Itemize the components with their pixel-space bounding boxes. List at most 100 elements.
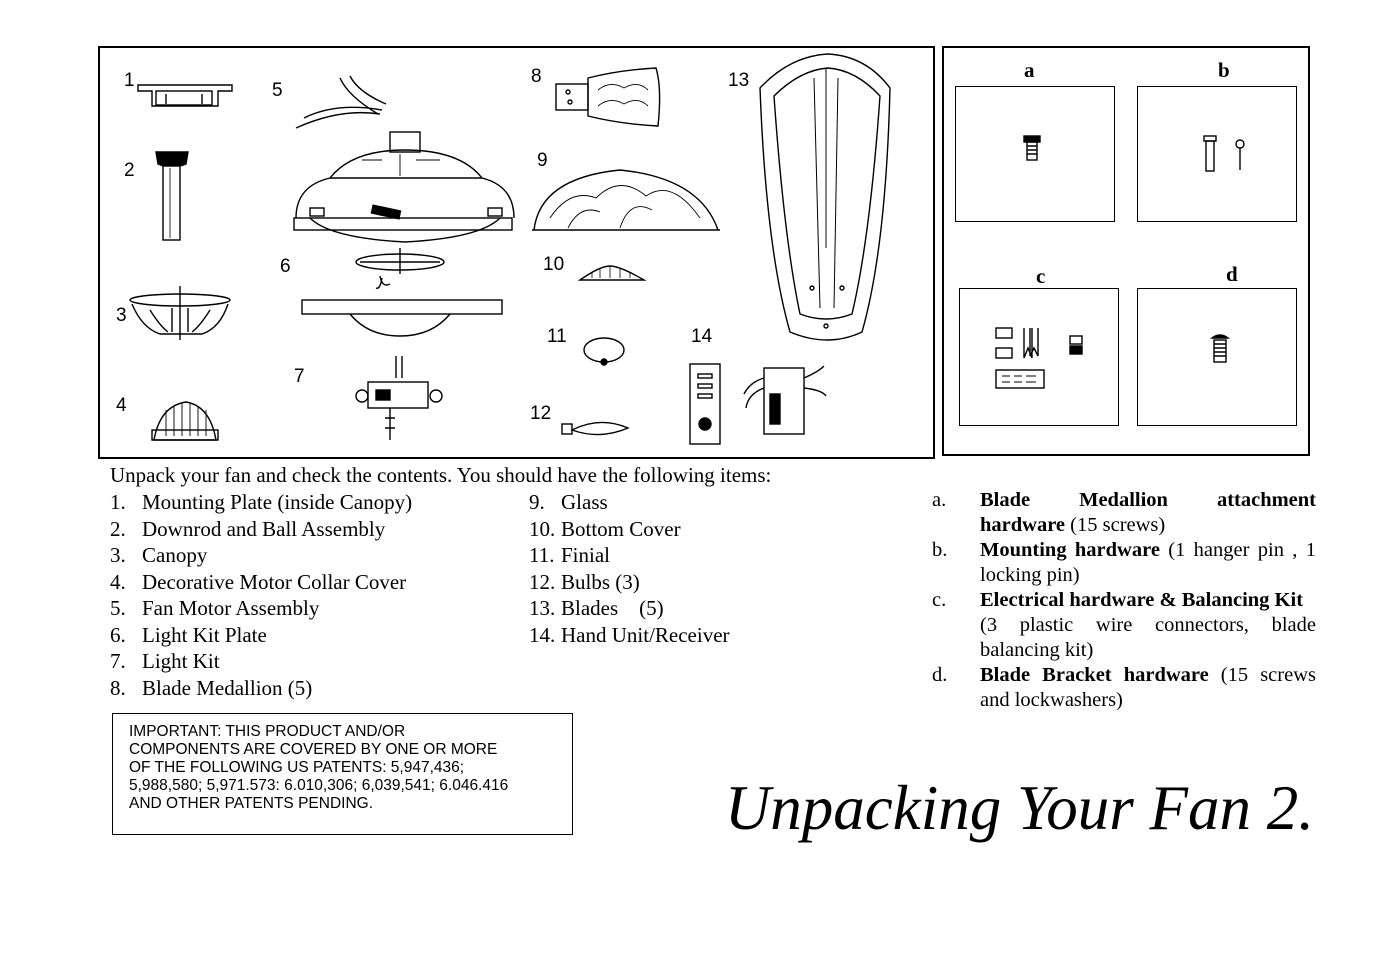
list-item: 9.Glass <box>529 489 730 516</box>
item-number: 5. <box>110 596 126 620</box>
item-number: 3. <box>110 543 126 567</box>
item-label: Light Kit <box>142 649 220 673</box>
part-number-1: 1 <box>124 70 135 91</box>
part-number-9: 9 <box>537 150 548 171</box>
hardware-letter-a: a <box>1024 58 1035 82</box>
list-item: 10.Bottom Cover <box>529 516 730 543</box>
hardware-box-c <box>959 288 1119 426</box>
finial-drawing <box>583 337 625 366</box>
contents-list-left: 1. Mounting Plate (inside Canopy) 2. Downr… <box>110 489 412 701</box>
list-item: 14.Hand Unit/Receiver <box>529 622 730 649</box>
hardware-item-b: b. Mounting hardware (1 hanger pin , 1 lo… <box>932 538 1316 588</box>
collar-cover-drawing <box>151 401 219 441</box>
hardware-item-detail: (1 hanger pin , 1 locking pin) <box>980 539 1316 586</box>
hardware-item-c: c.Electrical hardware & Balancing Kit(3 … <box>932 588 1316 663</box>
part-number-11: 11 <box>547 326 567 347</box>
hardware-item-title: Blade Bracket hardware <box>980 664 1209 686</box>
hardware-list: a.Blade Medallion attachment hardware (1… <box>932 488 1316 713</box>
list-item: 1. Mounting Plate (inside Canopy) <box>110 489 412 516</box>
item-label: Bottom Cover <box>561 516 681 541</box>
part-number-8: 8 <box>531 66 542 87</box>
hardware-item-detail: (15 screws) <box>1065 514 1166 536</box>
item-number: 2. <box>110 516 126 541</box>
fan-blade-drawing <box>759 53 891 341</box>
hanger-pin-drawing <box>1203 135 1217 172</box>
contents-list-right: 9.Glass 10.Bottom Cover 11.Finial 12.Bul… <box>529 489 730 648</box>
bottom-cover-drawing <box>577 265 647 281</box>
part-number-10: 10 <box>543 254 565 275</box>
part-number-3: 3 <box>116 305 127 326</box>
list-item: 5. Fan Motor Assembly <box>110 595 412 622</box>
list-item: 12.Bulbs (3) <box>529 569 730 596</box>
item-number: 11. <box>529 543 555 567</box>
hardware-letter-c: c <box>1036 264 1046 288</box>
page-title: Unpacking Your Fan 2. <box>724 773 1314 843</box>
list-item: 2. Downrod and Ball Assembly <box>110 516 412 543</box>
locking-pin-drawing <box>1235 139 1245 170</box>
bulb-drawing <box>561 421 630 436</box>
light-kit-plate-drawing <box>301 248 503 337</box>
list-item: 11.Finial <box>529 542 730 569</box>
item-number: 10. <box>529 516 556 541</box>
part-number-12: 12 <box>530 403 552 424</box>
hardware-item-title: Electrical hardware & Balancing Kit <box>980 589 1304 611</box>
part-number-14: 14 <box>691 326 713 347</box>
item-label: Decorative Motor Collar Cover <box>142 569 407 594</box>
item-label: Light Kit Plate <box>142 622 267 647</box>
item-label: Blades (5) <box>561 596 664 620</box>
item-number: 12. <box>529 569 556 594</box>
item-number: 1. <box>110 490 126 514</box>
item-label: Mounting Plate (inside Canopy) <box>142 490 413 514</box>
item-number: 14. <box>529 622 556 647</box>
hardware-item-d: d. Blade Bracket hardware (15 screws and … <box>932 663 1316 713</box>
mounting-plate-drawing <box>137 84 233 107</box>
hardware-box-b <box>1137 86 1297 222</box>
list-item: 13.Blades (5) <box>529 595 730 622</box>
fan-motor-drawing <box>293 75 515 243</box>
hand-unit-receiver-drawing <box>689 363 827 445</box>
part-number-13: 13 <box>728 70 750 91</box>
hardware-item-detail: (3 plastic wire connectors, blade balanc… <box>980 614 1316 661</box>
item-number: 7. <box>110 649 126 673</box>
hardware-item-a: a.Blade Medallion attachment hardware (1… <box>932 488 1316 538</box>
item-number: 8. <box>110 675 126 700</box>
canopy-drawing <box>129 286 231 340</box>
item-label: Glass <box>561 490 608 514</box>
light-kit-drawing <box>355 356 443 440</box>
hardware-letter-d: d <box>1226 262 1238 286</box>
part-number-2: 2 <box>124 160 135 181</box>
item-label: Canopy <box>142 543 208 567</box>
glass-drawing <box>532 169 720 231</box>
hardware-diagram: a b c d <box>942 46 1310 456</box>
item-number: 4. <box>110 569 126 594</box>
item-label: Fan Motor Assembly <box>142 596 320 620</box>
list-item: 3. Canopy <box>110 542 412 569</box>
part-number-4: 4 <box>116 395 127 416</box>
hardware-item-letter: b. <box>932 539 948 561</box>
list-item: 7. Light Kit <box>110 648 412 675</box>
hardware-item-title: Blade Medallion attachment hardware <box>980 489 1316 536</box>
downrod-drawing <box>155 151 189 241</box>
wire-connectors-drawing <box>995 327 1083 389</box>
part-number-5: 5 <box>272 80 283 101</box>
item-number: 13. <box>529 596 556 620</box>
screw-d-drawing <box>1209 334 1231 363</box>
intro-text: Unpack your fan and check the contents. … <box>110 463 772 487</box>
hardware-item-letter: d. <box>932 664 948 686</box>
screw-a-drawing <box>1023 135 1041 161</box>
blade-medallion-drawing <box>555 67 661 127</box>
item-label: Downrod and Ball Assembly <box>142 516 386 541</box>
item-label: Blade Medallion (5) <box>142 675 313 700</box>
item-label: Finial <box>561 543 611 567</box>
part-number-7: 7 <box>294 366 305 387</box>
hardware-item-title: Mounting hardware <box>980 539 1160 561</box>
hardware-item-detail: (15 screws and lockwashers) <box>980 664 1316 711</box>
patent-notice: IMPORTANT: THIS PRODUCT AND/OR COMPONENT… <box>112 713 573 835</box>
hardware-box-a <box>955 86 1115 222</box>
list-item: 4. Decorative Motor Collar Cover <box>110 569 412 596</box>
item-label: Bulbs (3) <box>561 569 640 594</box>
part-number-6: 6 <box>280 256 291 277</box>
parts-diagram: 1 2 3 4 5 6 7 8 9 10 11 12 13 14 <box>98 46 935 459</box>
hardware-letter-b: b <box>1218 58 1230 82</box>
item-number: 6. <box>110 622 126 647</box>
